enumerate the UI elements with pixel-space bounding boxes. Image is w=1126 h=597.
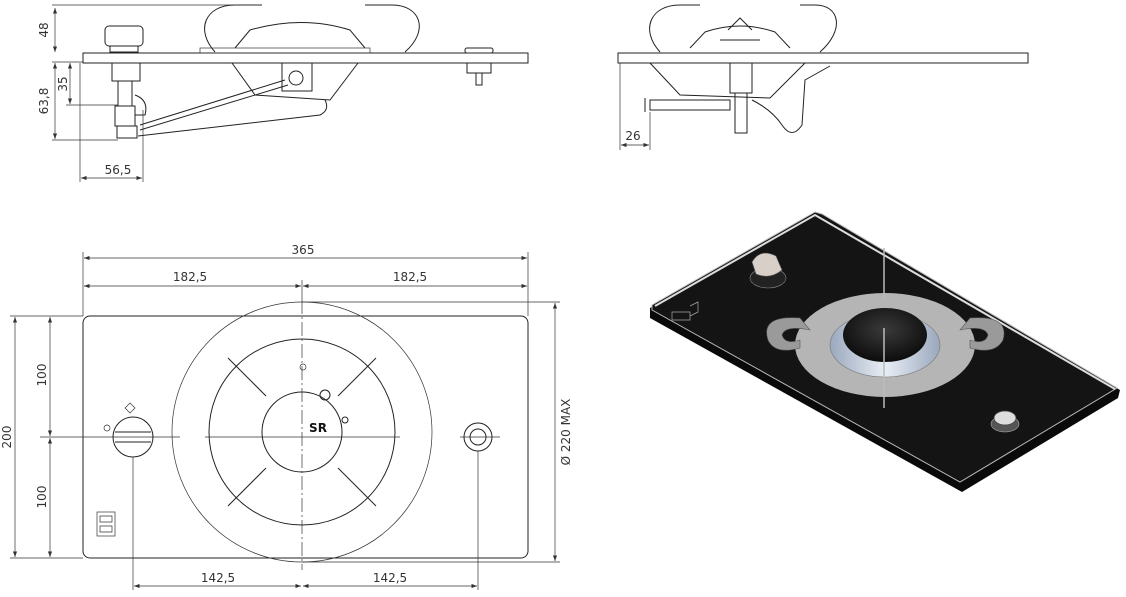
plan-view: SR 365 182,5 182,5 200 100 100 [0,243,573,590]
igniter-electrode [341,416,349,424]
dim-63-8-label: 63,8 [37,88,51,115]
dim-365-label: 365 [292,243,315,257]
dim-26-label: 26 [625,129,640,143]
burner-crown [720,17,760,41]
dim-142-5-left-label: 142,5 [201,571,235,585]
side-view-left: 48 35 63,8 56,5 [37,4,529,182]
pan-support [204,4,420,53]
pan-support-arms [227,357,377,507]
igniter-button [990,410,1020,433]
gas-valve [111,62,147,139]
dim-142-5-right-label: 142,5 [373,571,407,585]
burner-cap [689,25,791,49]
injector [281,62,313,92]
pan-support [649,4,837,53]
dim-182-5-right-label: 182,5 [393,270,427,284]
brand-logo [671,301,699,321]
injector-nut [288,70,304,86]
pan-support-arms [766,317,1005,351]
dim-pan-diameter-label: Ø 220 MAX [559,399,573,466]
burner-body-below [649,62,806,99]
dim-100-top-label: 100 [35,364,49,387]
dim-48-label: 48 [37,22,51,37]
dim-56-5-label: 56,5 [105,163,132,177]
glass-plate [617,52,1029,64]
igniter-button [464,47,494,54]
gas-pipe [751,65,831,133]
dim-100-bottom-label: 100 [35,486,49,509]
isometric-view [650,211,1120,492]
burner-cap [234,22,366,49]
brand-logo [96,511,116,537]
dim-200-label: 200 [0,426,14,449]
knob-collar [109,45,139,53]
dim-182-5-left-label: 182,5 [173,270,207,284]
burner-label: SR [309,421,327,435]
dim-35-label: 35 [56,76,70,91]
knob [104,25,144,47]
gas-valve [644,62,753,134]
burner-base [199,47,371,54]
igniter-stem [466,62,492,86]
glass-plate [82,52,529,64]
control-knob [103,402,154,458]
burner-cap [843,308,927,362]
side-view-right: 26 [617,4,1029,150]
burner-body-below [231,62,359,101]
thermocouple [319,389,331,401]
control-knob [749,252,787,289]
gas-pipe [137,79,328,137]
